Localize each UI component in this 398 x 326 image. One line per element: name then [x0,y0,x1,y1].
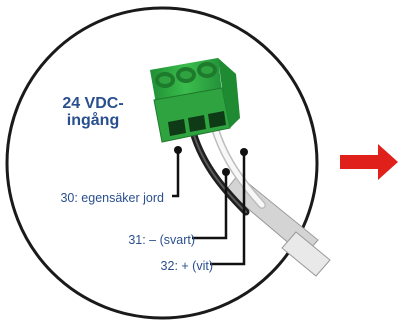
input-heading: 24 VDC- ingång [38,95,148,129]
pointer-dot-32 [240,148,248,156]
terminal-label-32: 32: + (vit) [160,259,213,273]
arrow-right-icon [340,144,398,180]
input-heading-line1: 24 VDC- [62,95,124,112]
pointer-dot-31 [222,168,230,176]
terminal-block [150,58,240,143]
pointer-line-32 [210,152,246,266]
terminal-label-30: 30: egensäker jord [60,191,164,205]
pointer-line-31 [192,172,228,240]
pointer-line-30 [172,150,180,198]
input-heading-line2: ingång [66,112,120,129]
terminal-label-31: 31: – (svart) [128,233,195,247]
pointer-dot-30 [174,146,182,154]
magnifier-circle [5,6,319,320]
